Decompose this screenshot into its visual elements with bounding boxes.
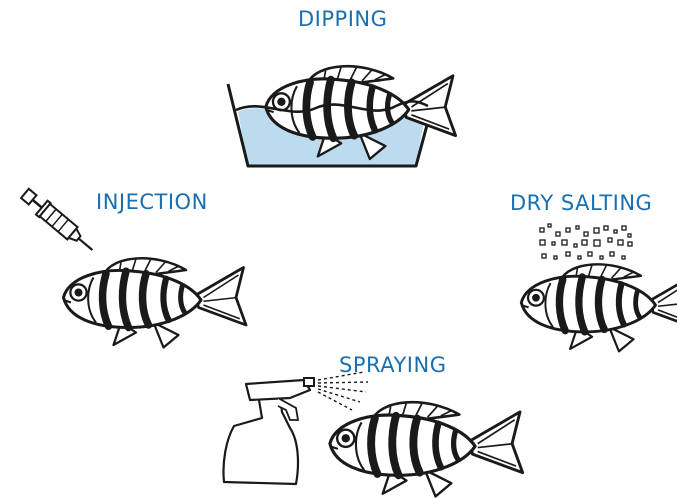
salt-crystals-icon bbox=[540, 224, 632, 259]
spray-bottle-icon bbox=[223, 378, 314, 484]
fish-icon bbox=[64, 258, 247, 347]
fish-icon bbox=[330, 402, 523, 496]
spray-mist bbox=[318, 372, 368, 410]
label-dry-salting: DRY SALTING bbox=[510, 193, 652, 214]
fish-icon bbox=[521, 264, 677, 351]
label-spraying: SPRAYING bbox=[339, 355, 446, 376]
syringe-icon bbox=[19, 187, 98, 257]
label-injection: INJECTION bbox=[96, 192, 208, 213]
label-dipping: DIPPING bbox=[298, 9, 387, 30]
